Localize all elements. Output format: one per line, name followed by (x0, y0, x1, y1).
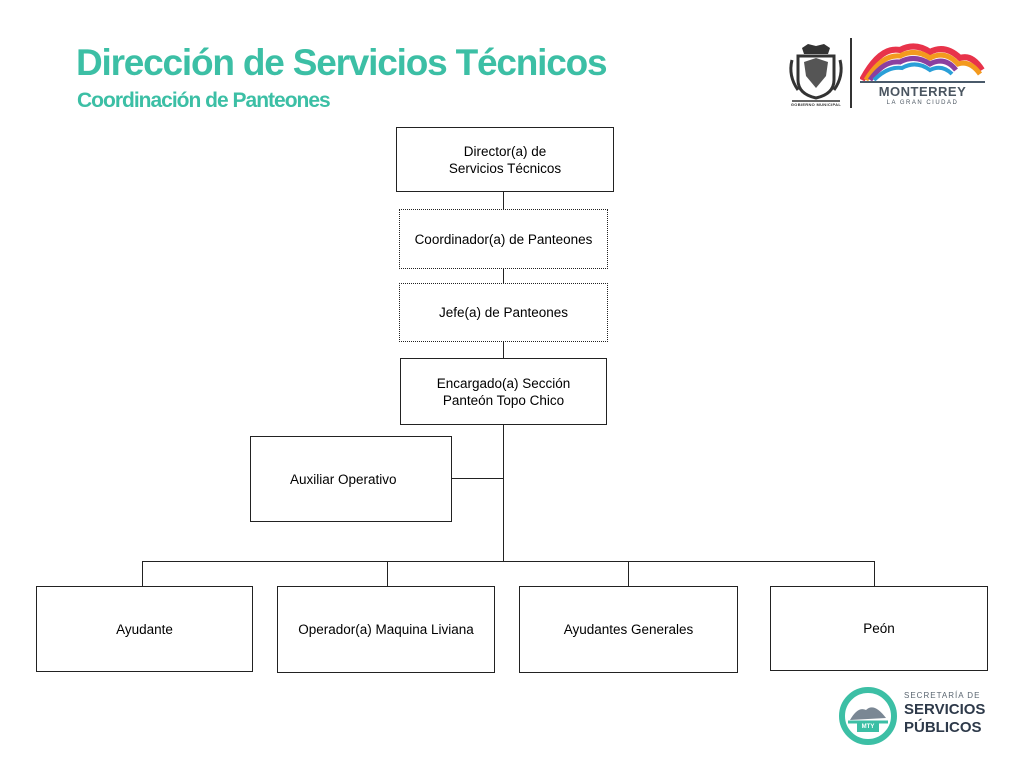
org-node-peon: Peón (770, 586, 988, 671)
org-node-operador: Operador(a) Maquina Liviana (277, 586, 495, 673)
org-node-encargado: Encargado(a) Sección Panteón Topo Chico (400, 358, 607, 425)
sp-line1: SECRETARÍA DE (904, 691, 981, 700)
gobierno-caption: GOBIERNO MUNICIPAL (790, 102, 842, 107)
connector-horizontal-bus (142, 561, 875, 562)
connector-drop-2 (387, 561, 388, 586)
monterrey-wordmark: MONTERREY (878, 84, 967, 99)
org-node-jefe: Jefe(a) de Panteones (399, 283, 608, 342)
connector-drop-4 (874, 561, 875, 586)
connector-auxiliar (452, 478, 503, 479)
connector-jefe-encargado (503, 341, 504, 358)
org-node-ayudante: Ayudante (36, 586, 253, 672)
page-subtitle: Coordinación de Panteones (77, 89, 331, 112)
org-node-director: Director(a) de Servicios Técnicos (396, 127, 614, 192)
connector-drop-1 (142, 561, 143, 586)
connector-coordinador-jefe (503, 269, 504, 283)
mty-badge-text: MTY (857, 723, 879, 732)
monterrey-logo: MONTERREY LA GRAN CIUDAD (859, 40, 985, 110)
connector-encargado-trunk (503, 424, 504, 561)
gobierno-municipal-logo: GOBIERNO MUNICIPAL (786, 40, 846, 110)
connector-director-coordinador (503, 191, 504, 209)
org-node-coordinador: Coordinador(a) de Panteones (399, 209, 608, 269)
connector-drop-3 (628, 561, 629, 586)
sp-line3: PÚBLICOS (904, 719, 982, 736)
logo-divider (850, 38, 852, 108)
org-node-ayudantes-generales: Ayudantes Generales (519, 586, 738, 673)
sp-line2: SERVICIOS (904, 701, 986, 718)
monterrey-tagline: LA GRAN CIUDAD (886, 100, 959, 106)
coat-of-arms-icon (789, 44, 843, 102)
mty-badge-icon (839, 687, 897, 745)
page-title: Dirección de Servicios Técnicos (76, 42, 608, 83)
servicios-publicos-logo: MTY SECRETARÍA DE SERVICIOS PÚBLICOS (838, 686, 1008, 746)
mountains-rainbow-icon (859, 43, 985, 83)
org-node-auxiliar: Auxiliar Operativo (250, 436, 452, 522)
